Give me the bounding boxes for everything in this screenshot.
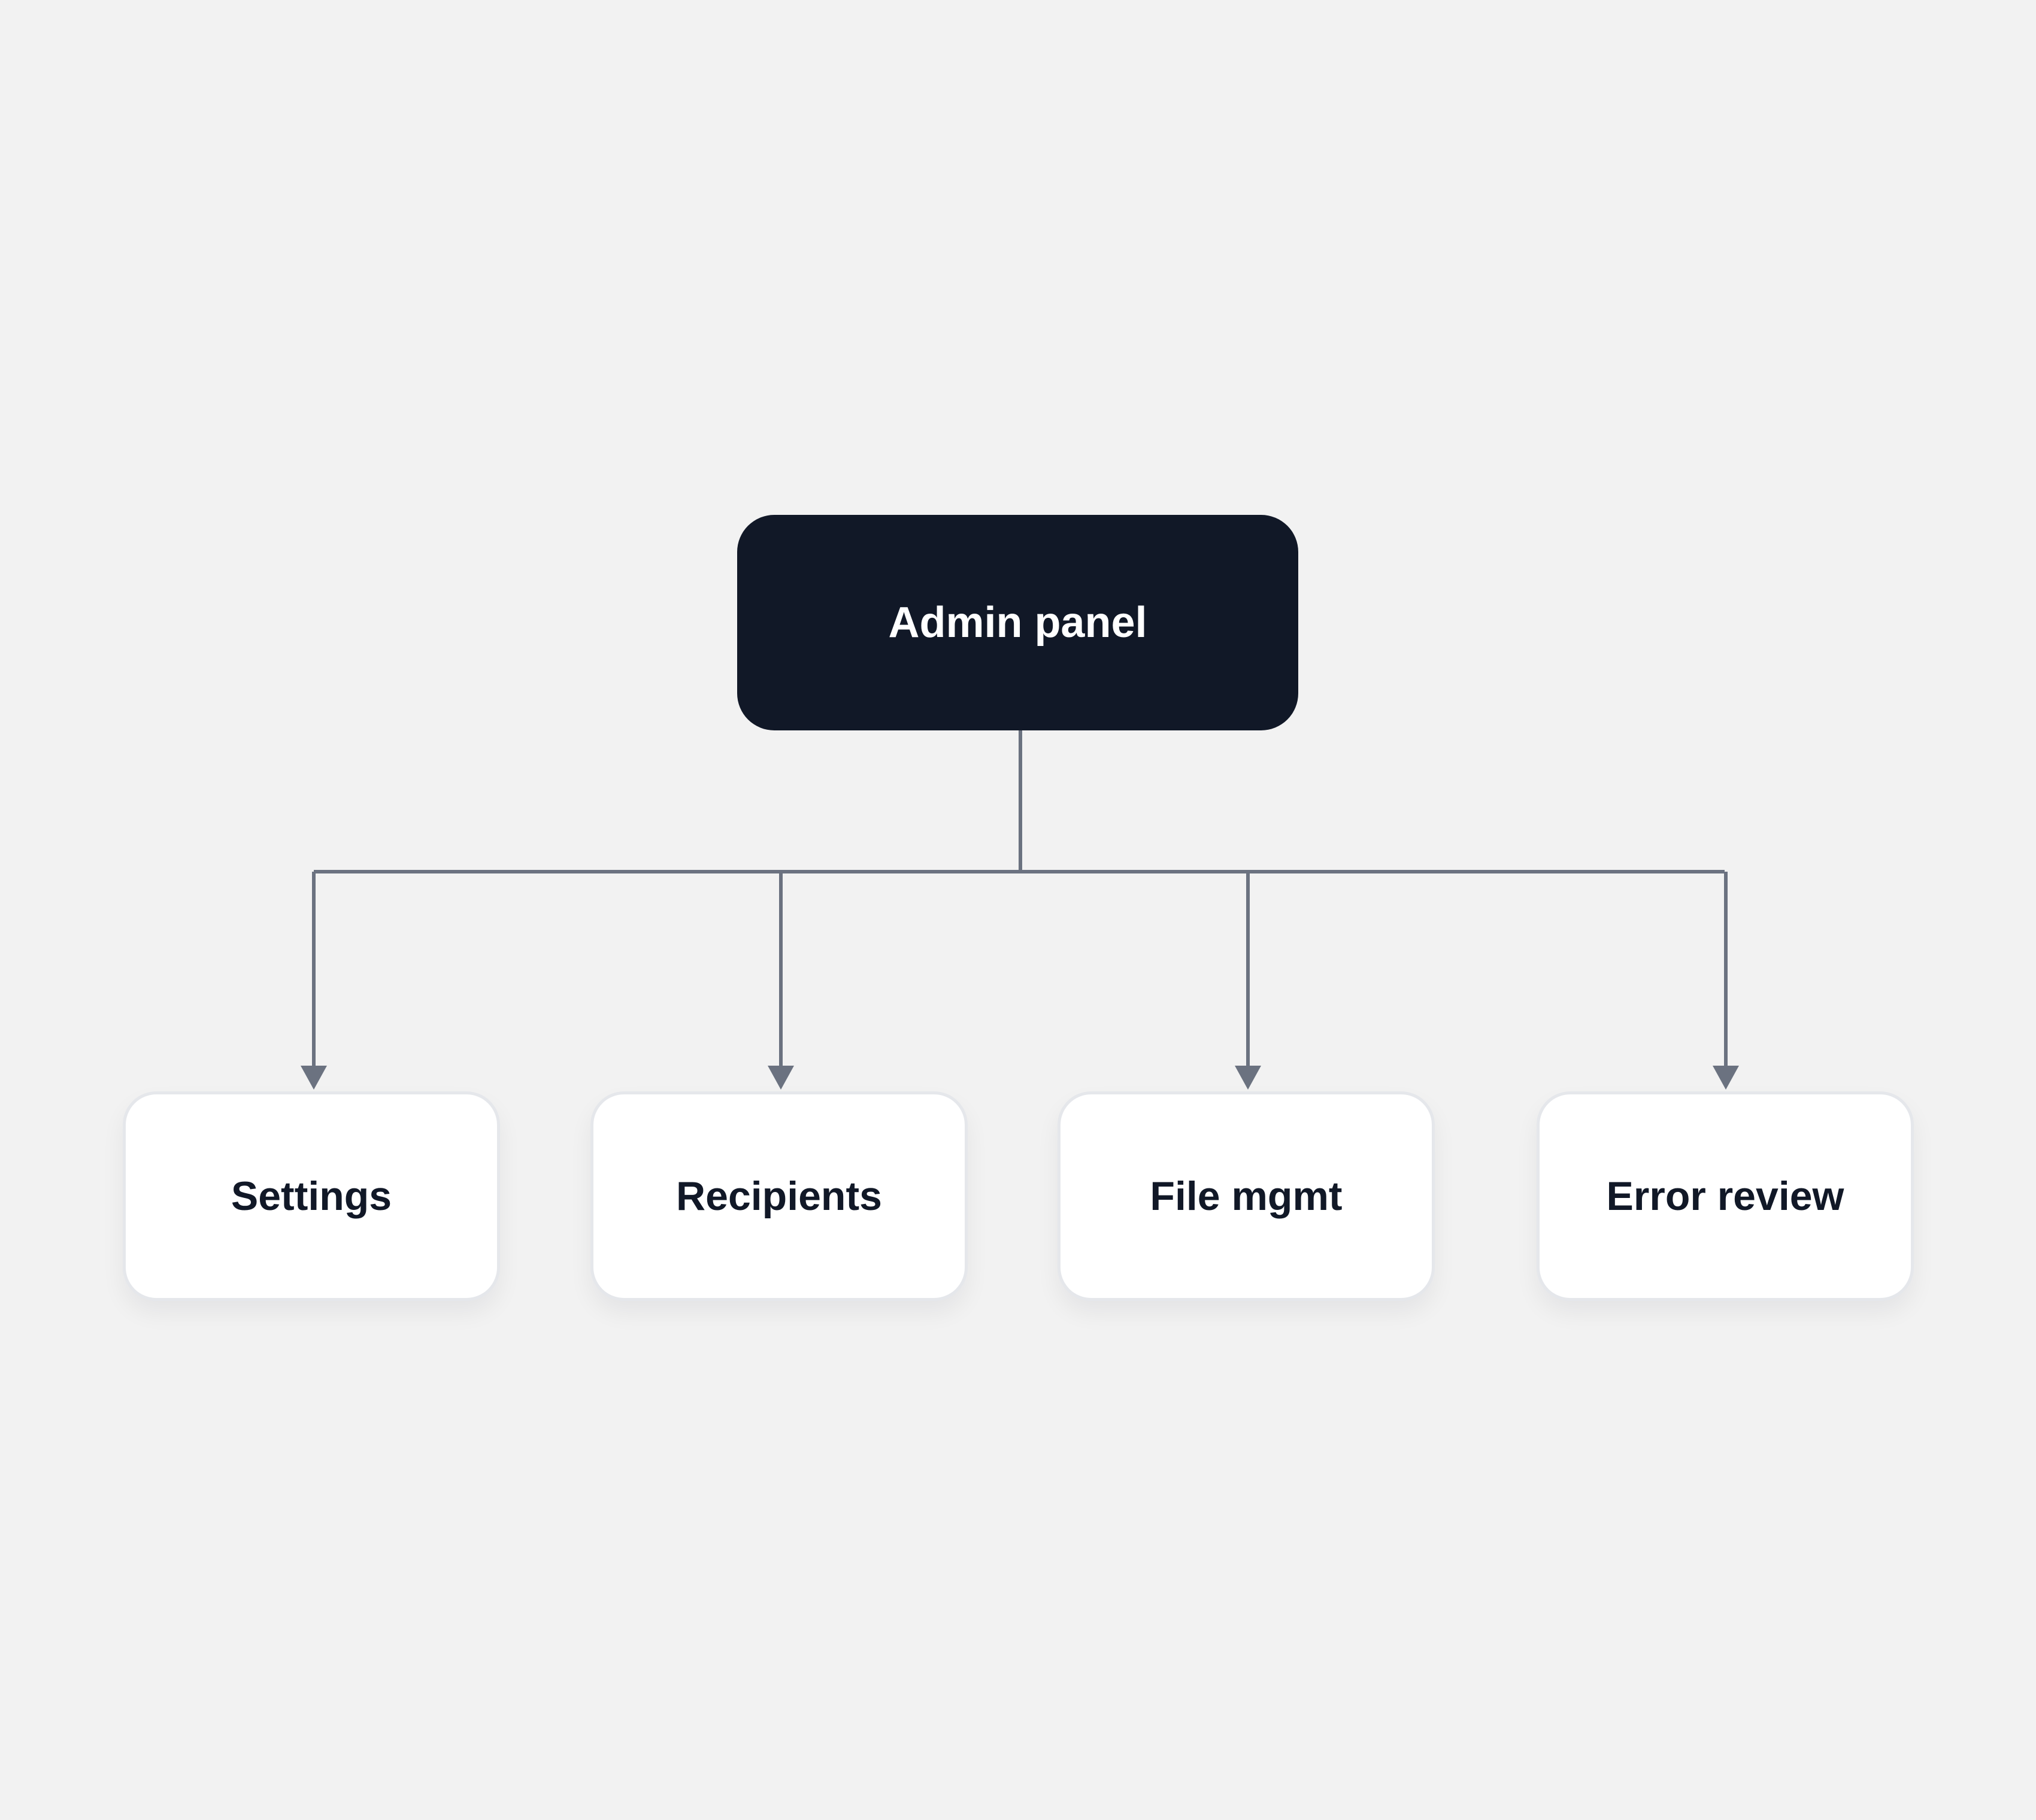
child-node-recipients: Recipients (590, 1091, 968, 1301)
child-node-settings: Settings (123, 1091, 500, 1301)
root-node-admin-panel: Admin panel (737, 515, 1298, 730)
child-node-error-review: Error review (1537, 1091, 1914, 1301)
child-node-label: File mgmt (1150, 1173, 1343, 1219)
root-node-label: Admin panel (888, 599, 1147, 647)
child-node-file-mgmt: File mgmt (1058, 1091, 1435, 1301)
arrowhead-error-review (1713, 1066, 1739, 1090)
arrowhead-recipients (768, 1066, 794, 1090)
child-node-label: Error review (1606, 1173, 1844, 1219)
arrowhead-settings (301, 1066, 327, 1090)
child-node-label: Settings (231, 1173, 392, 1219)
arrowhead-file-mgmt (1235, 1066, 1261, 1090)
child-node-label: Recipients (676, 1173, 882, 1219)
